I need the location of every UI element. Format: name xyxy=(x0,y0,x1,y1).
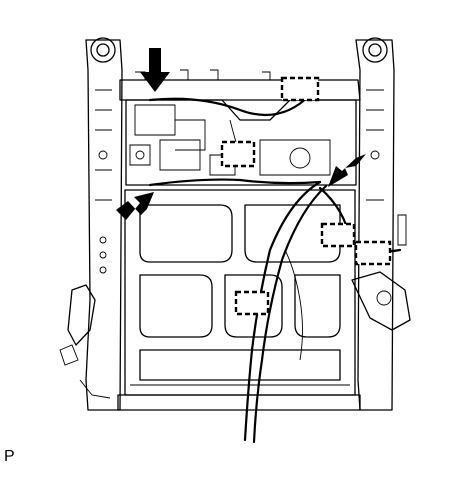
dashed-clamp-icon xyxy=(220,140,256,168)
clamp-markers xyxy=(220,76,392,316)
dashed-clamp-icon xyxy=(280,76,320,102)
dashed-clamp-icon xyxy=(354,240,392,266)
right-side-rail xyxy=(351,37,411,411)
dashed-clamp-icon xyxy=(320,222,356,248)
wire-harness xyxy=(148,93,402,444)
arrow-icon xyxy=(140,48,170,92)
arrow-icon xyxy=(116,192,154,220)
arrows xyxy=(116,48,366,220)
arrow-icon xyxy=(328,154,366,187)
figure-label: P xyxy=(4,448,15,465)
left-side-rail xyxy=(59,37,123,411)
dashed-clamp-icon xyxy=(234,290,270,316)
bottom-rail xyxy=(117,394,361,411)
